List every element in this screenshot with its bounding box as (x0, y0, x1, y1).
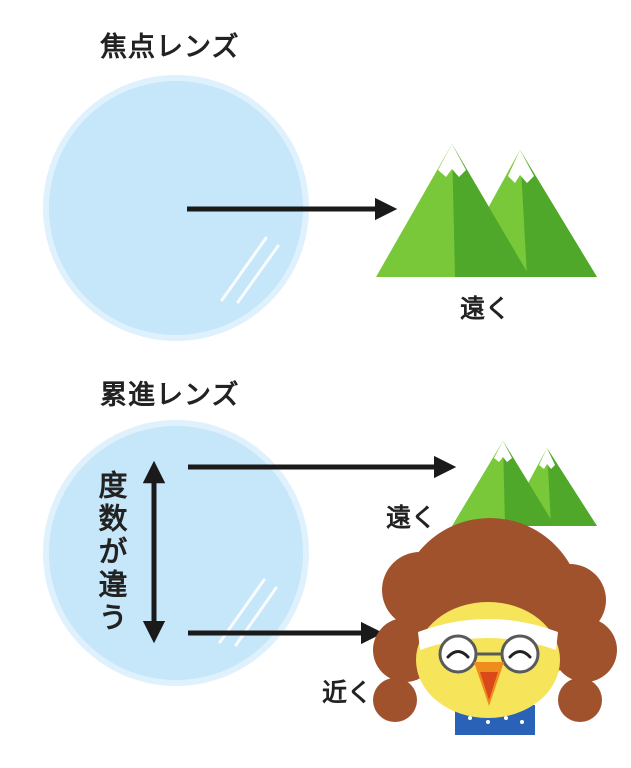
single-focus-lens (43, 75, 309, 341)
single-far-label: 遠く (460, 294, 511, 323)
progressive-title: 累進レンズ (100, 380, 240, 411)
power-difference-label: 度数が違う (94, 470, 128, 635)
single-far-mountain-icon (376, 144, 597, 277)
progressive-far-mountain-icon (452, 441, 597, 526)
single-focus-title: 焦点レンズ (100, 32, 240, 63)
progressive-near-label: 近く (322, 678, 373, 707)
progressive-far-label: 遠く (386, 503, 437, 532)
progressive-lens (43, 420, 309, 686)
owl-mascot-icon (373, 518, 617, 735)
